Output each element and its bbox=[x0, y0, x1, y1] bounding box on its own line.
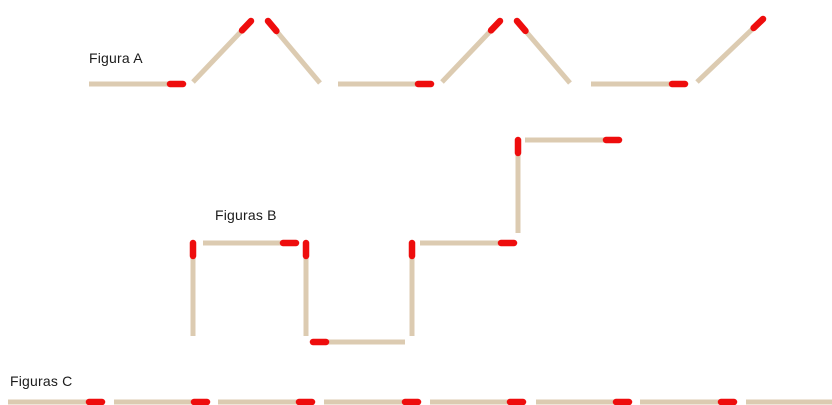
matchstick-head bbox=[517, 21, 525, 31]
matchstick-body bbox=[697, 27, 755, 82]
figura-a-matchstick bbox=[517, 21, 570, 83]
matchstick-head bbox=[268, 21, 276, 31]
figura-a-matchstick bbox=[697, 19, 763, 82]
matchstick-body bbox=[193, 29, 243, 82]
matchstick-head bbox=[754, 19, 763, 28]
figura-a-matchstick bbox=[442, 21, 500, 82]
matchstick-body bbox=[524, 29, 570, 83]
matchstick-head bbox=[242, 21, 251, 30]
matchstick-head bbox=[491, 21, 500, 30]
figura-a-matchstick bbox=[193, 21, 251, 82]
matchstick-body bbox=[275, 29, 320, 83]
figura-a-matchstick bbox=[268, 21, 320, 83]
matchstick-body bbox=[442, 29, 492, 82]
